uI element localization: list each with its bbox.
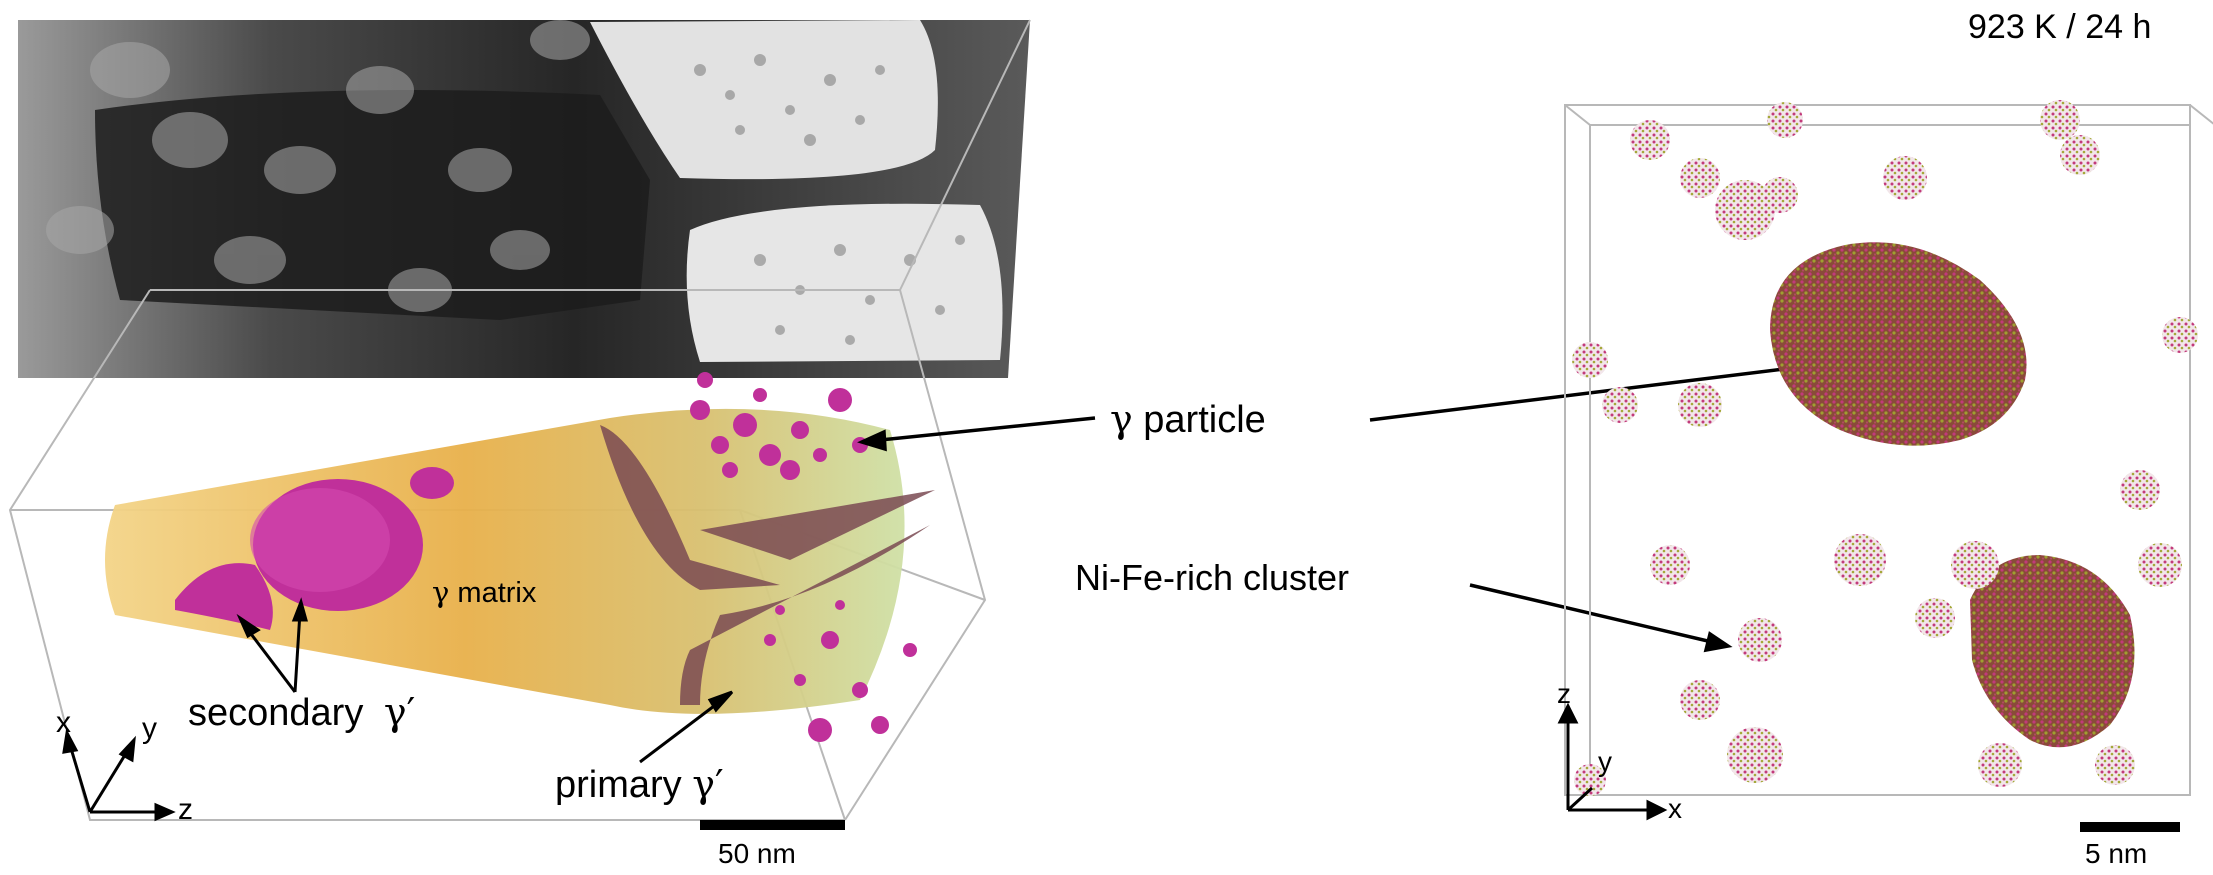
left-axis-z: z [178, 793, 193, 826]
secondary-arrows [236, 597, 308, 693]
right-panel [1557, 100, 2213, 832]
secondary-label: secondary γ′ [188, 693, 415, 732]
gamma-particle-lower [1970, 555, 2135, 748]
left-scale-bar [700, 820, 845, 830]
cluster-arrow [1469, 583, 1733, 653]
cluster-label: Ni-Fe-rich cluster [1075, 557, 1350, 598]
right-scale-bar-label: 5 nm [2085, 838, 2148, 869]
left-axis-y: y [142, 712, 157, 745]
gamma-particle-text: particle [1143, 399, 1266, 441]
right-scale-bar [2080, 822, 2180, 832]
primary-arrow [639, 690, 734, 764]
secondary-text: secondary [188, 692, 364, 734]
gamma-matrix-text: matrix [457, 577, 537, 609]
left-axes [62, 728, 176, 822]
nife-clusters [1572, 100, 2198, 796]
gamma-particle-symbol: γ [1110, 397, 1133, 441]
left-panel [8, 19, 1031, 830]
secondary-symbol: γ′ [383, 690, 416, 734]
left-scale-bar-label: 50 nm [718, 838, 796, 869]
left-axis-x: x [56, 706, 71, 739]
right-axis-y: y [1598, 746, 1612, 777]
right-axes [1557, 702, 1668, 821]
sem-micrograph [18, 20, 1030, 378]
gamma-matrix-symbol: γ [432, 575, 450, 609]
right-bounding-box [1564, 104, 2213, 796]
apt-reconstruction [105, 372, 935, 742]
gamma-particle-large [1770, 242, 2027, 446]
primary-symbol: γ′ [692, 762, 724, 806]
condition-label: 923 K / 24 h [1968, 8, 2152, 46]
primary-label: primary γ′ [555, 765, 724, 804]
gamma-matrix-label: γ matrix [432, 578, 536, 608]
right-axis-x: x [1668, 793, 1682, 824]
primary-text: primary [555, 764, 682, 806]
right-axis-z: z [1557, 678, 1571, 709]
gamma-particle-label: γ particle [1110, 400, 1266, 439]
